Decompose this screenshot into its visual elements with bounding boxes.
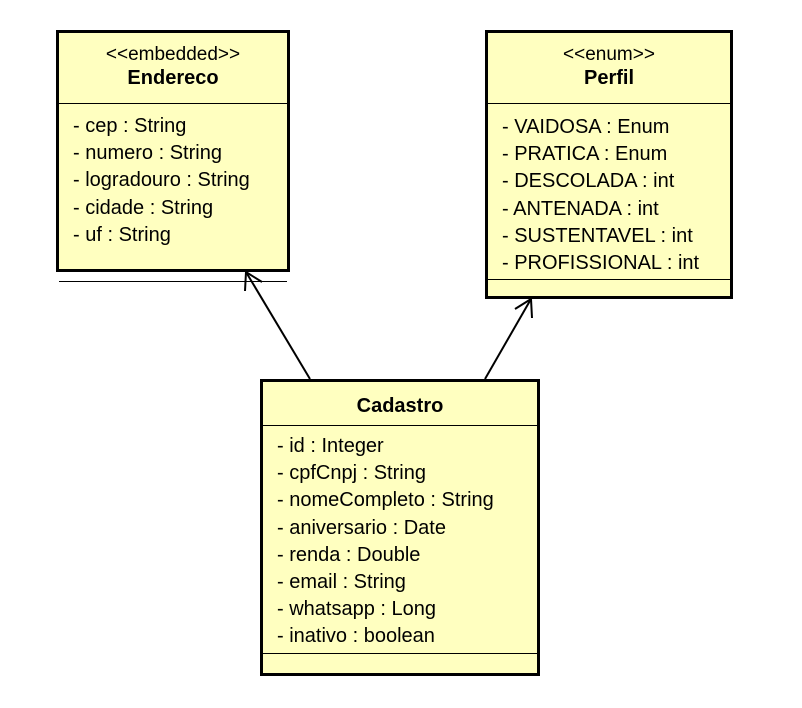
attribute: - aniversario : Date	[277, 516, 446, 539]
stereotype-label: <<enum>>	[563, 44, 655, 65]
attribute-compartment: - id : Integer - cpfCnpj : String - nome…	[263, 426, 537, 654]
class-perfil[interactable]: <<enum>> Perfil - VAIDOSA : Enum - PRATI…	[485, 30, 733, 299]
attribute: - cep : String	[73, 115, 187, 137]
attribute: - cpfCnpj : String	[277, 462, 426, 485]
attribute: - id : Integer	[277, 435, 384, 457]
attribute: - ANTENADA : int	[502, 197, 659, 220]
open-arrowhead-icon	[244, 270, 263, 292]
attribute: - uf : String	[73, 223, 171, 246]
class-name: Cadastro	[356, 395, 444, 417]
attribute-compartment: - VAIDOSA : Enum - PRATICA : Enum - DESC…	[488, 104, 730, 280]
open-arrowhead-icon	[514, 297, 533, 319]
class-cadastro[interactable]: Cadastro - id : Integer - cpfCnpj : Stri…	[260, 379, 540, 676]
attribute: - logradouro : String	[73, 169, 250, 192]
association-cadastro-perfil	[484, 297, 533, 380]
attribute: - PROFISSIONAL : int	[502, 252, 700, 275]
attribute: - VAIDOSA : Enum	[502, 116, 670, 138]
class-name: Perfil	[583, 67, 635, 89]
class-header: <<enum>> Perfil	[488, 33, 730, 104]
stereotype-label: <<embedded>>	[105, 44, 241, 65]
class-endereco[interactable]: <<embedded>> Endereco - cep : String - n…	[56, 30, 290, 282]
attribute: - inativo : boolean	[277, 625, 435, 648]
class-name: Endereco	[127, 67, 219, 89]
attribute: - whatsapp : Long	[277, 598, 436, 621]
attribute: - email : String	[277, 571, 406, 594]
attribute: - renda : Double	[277, 543, 421, 566]
class-header: Cadastro	[263, 382, 537, 426]
attribute: - DESCOLADA : int	[502, 170, 675, 193]
class-header: <<embedded>> Endereco	[59, 33, 287, 104]
attribute-compartment: - cep : String - numero : String - logra…	[59, 104, 287, 282]
attribute: - nomeCompleto : String	[277, 489, 494, 512]
association-line	[245, 271, 311, 380]
attribute: - SUSTENTAVEL : int	[502, 224, 693, 247]
attribute: - numero : String	[73, 142, 222, 165]
attribute: - PRATICA : Enum	[502, 143, 668, 166]
attribute: - cidade : String	[73, 196, 214, 219]
association-cadastro-endereco	[244, 270, 311, 380]
association-line	[484, 298, 532, 380]
